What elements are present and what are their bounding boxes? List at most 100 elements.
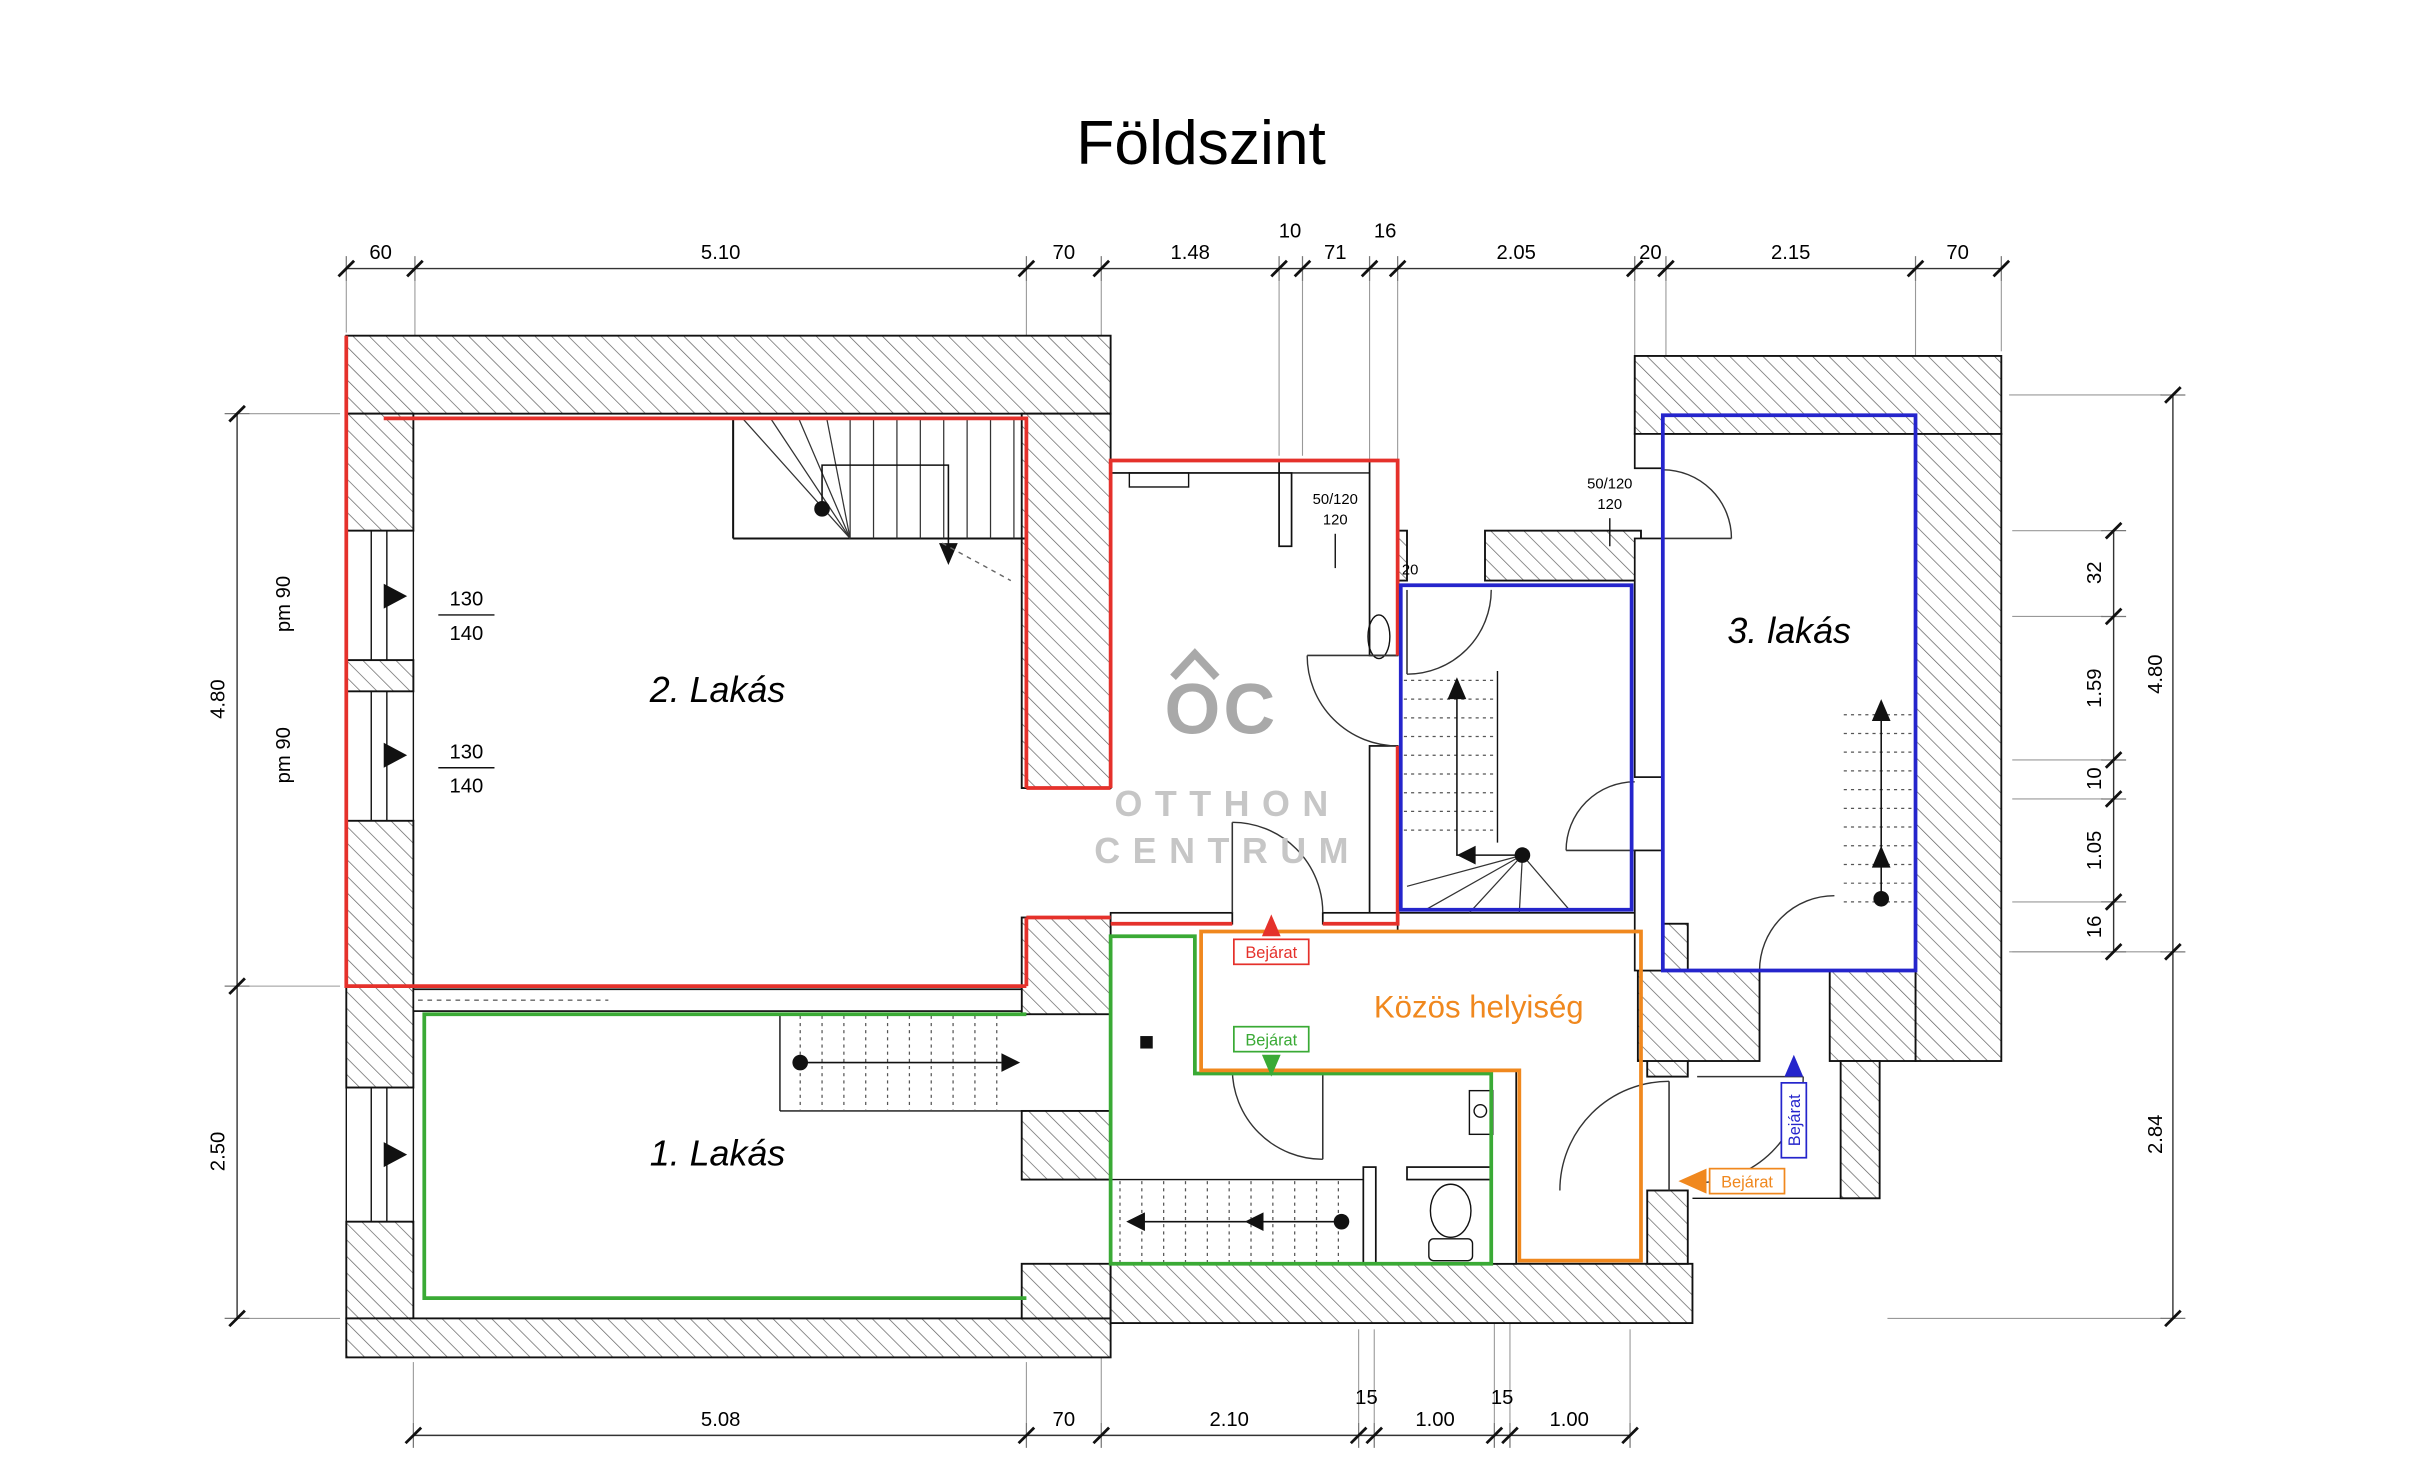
dimension-label: 15 bbox=[1355, 1387, 1378, 1409]
wall-middle-vertical bbox=[1020, 916, 1112, 1016]
lintel-labels: 50/120 120 50/120 120 20 bbox=[1313, 477, 1633, 579]
wall-apartment3-left bbox=[1633, 849, 1664, 972]
dimension-label: 15 bbox=[1491, 1387, 1514, 1409]
dimension-labels-top: 60 5.10 70 1.48 10 71 16 2.05 20 2.15 70 bbox=[369, 220, 1969, 264]
entrance-apartment3: Bejárat bbox=[1780, 1054, 1808, 1159]
dimension-label: 70 bbox=[1053, 1409, 1076, 1431]
stairs-apartment3 bbox=[1843, 699, 1913, 907]
dimension-labels-left: 4.80 2.50 pm 90 pm 90 130 140 130 140 bbox=[208, 576, 495, 1171]
entrance-badge bbox=[1708, 1167, 1786, 1195]
stairs-apartment1-upper bbox=[779, 1014, 1027, 1112]
dimension-label: 1.05 bbox=[2084, 831, 2106, 870]
dimension-label: 2.84 bbox=[2145, 1115, 2167, 1154]
stair-direction-arrow bbox=[1871, 699, 1891, 721]
stair-direction-arrow bbox=[1447, 677, 1467, 700]
wall-stairhall-top bbox=[1484, 529, 1642, 582]
stair-direction-arrow bbox=[1001, 1053, 1021, 1072]
hall-post bbox=[1140, 1036, 1153, 1049]
window-icon bbox=[345, 529, 415, 661]
outline-apartment2 bbox=[344, 335, 1400, 989]
lintel-label: 120 bbox=[1597, 497, 1622, 513]
entrance-label: Bejárat bbox=[1786, 1094, 1804, 1146]
room-label-apartment1: 1. Lakás bbox=[650, 1134, 786, 1174]
wall-apartment3-left bbox=[1633, 537, 1664, 778]
wall-common-right bbox=[1646, 1189, 1689, 1265]
dimension-extension-lines bbox=[249, 281, 2162, 1423]
stairs-apartment2 bbox=[732, 417, 1027, 582]
wall-apartment3-bottom bbox=[1828, 969, 1917, 1062]
dimension-label: 70 bbox=[1946, 242, 1969, 264]
window-size-label: 140 bbox=[449, 776, 483, 798]
dimension-label: 5.10 bbox=[701, 242, 740, 264]
entrance-arrow-icon bbox=[1784, 1054, 1804, 1077]
lintel-label: 50/120 bbox=[1587, 477, 1632, 493]
wall-left-segment bbox=[345, 412, 415, 532]
door-arc bbox=[1407, 589, 1492, 675]
window-icon bbox=[345, 1086, 415, 1223]
door-arc bbox=[1232, 821, 1324, 913]
dimension-label: 2.10 bbox=[1209, 1409, 1248, 1431]
entrance-arrow-icon bbox=[1261, 914, 1281, 937]
entrance-badge bbox=[1780, 1081, 1808, 1159]
dimension-label: 16 bbox=[1374, 220, 1397, 242]
stair-direction-arrow bbox=[1871, 845, 1891, 868]
parapet-label: pm 90 bbox=[273, 727, 295, 783]
door-arc bbox=[1662, 469, 1733, 539]
dimension-label: 5.08 bbox=[701, 1409, 740, 1431]
watermark-logo: OC bbox=[1164, 669, 1278, 749]
boiler-icon bbox=[1367, 614, 1391, 660]
entrance-label: Bejárat bbox=[1721, 1173, 1773, 1191]
stair-direction-arrow bbox=[1244, 1212, 1264, 1232]
dimension-label: 16 bbox=[2084, 916, 2106, 939]
wall-corridor-right bbox=[1490, 1069, 1518, 1265]
wall-middleroom-right bbox=[1368, 745, 1399, 925]
parapet-label: pm 90 bbox=[273, 576, 295, 632]
dimension-label: 1.00 bbox=[1550, 1409, 1589, 1431]
radiator-icon bbox=[1128, 472, 1190, 488]
wall-top-right-block bbox=[1633, 355, 2003, 435]
lintel-label: 120 bbox=[1323, 512, 1348, 528]
window-size-label: 130 bbox=[449, 589, 483, 611]
watermark: OC OTTHON CENTRUM bbox=[1094, 648, 1361, 871]
watermark-line2: CENTRUM bbox=[1094, 831, 1361, 871]
stairs-stairhall bbox=[1403, 671, 1570, 914]
wall-apartment3-bottom bbox=[1636, 969, 1761, 1062]
dimension-label: 1.00 bbox=[1415, 1409, 1454, 1431]
dimension-label: 4.80 bbox=[2145, 654, 2167, 693]
entrance-label: Bejárat bbox=[1245, 1031, 1297, 1049]
door-arc bbox=[1559, 1080, 1670, 1191]
wall-middleroom-pier bbox=[1278, 472, 1293, 548]
wall-top-left-block bbox=[345, 334, 1112, 415]
walls bbox=[345, 334, 2003, 1359]
entrance-badge bbox=[1232, 938, 1310, 966]
dimension-label: 2.05 bbox=[1496, 242, 1535, 264]
watermark-line1: OTTHON bbox=[1114, 784, 1340, 824]
wall-between-apartments bbox=[412, 988, 1023, 1012]
outline-apartment1 bbox=[422, 934, 1494, 1300]
room-label-apartment3: 3. lakás bbox=[1727, 611, 1851, 651]
dimension-label: 71 bbox=[1324, 242, 1347, 264]
entrance-arrow-icon bbox=[1261, 1054, 1281, 1077]
dimension-label: 10 bbox=[2084, 767, 2106, 790]
stairs-apartment1-lower bbox=[1110, 1178, 1364, 1263]
toilet-icon bbox=[1429, 1183, 1472, 1238]
room-label-common: Közös helyiség bbox=[1374, 989, 1584, 1024]
entrance-common: Bejárat bbox=[1678, 1167, 1786, 1195]
entrance-label: Bejárat bbox=[1245, 944, 1297, 962]
dimension-label: 32 bbox=[2084, 562, 2106, 585]
page-title: Földszint bbox=[1076, 109, 1326, 178]
door-arc bbox=[1231, 1068, 1323, 1160]
wall-left-segment bbox=[345, 819, 415, 1089]
stair-direction-arrow bbox=[939, 543, 958, 565]
outline-common-area bbox=[1199, 929, 1643, 1263]
entrance-arrow-icon bbox=[1678, 1168, 1707, 1194]
door-arc bbox=[1565, 781, 1635, 851]
wall-left-segment bbox=[345, 1220, 415, 1320]
dimension-label: 1.59 bbox=[2084, 668, 2106, 707]
lintel-label: 50/120 bbox=[1313, 492, 1358, 508]
dimension-label: 4.80 bbox=[208, 679, 230, 718]
window-size-label: 130 bbox=[449, 741, 483, 763]
stair-direction-arrow bbox=[1126, 1212, 1145, 1232]
